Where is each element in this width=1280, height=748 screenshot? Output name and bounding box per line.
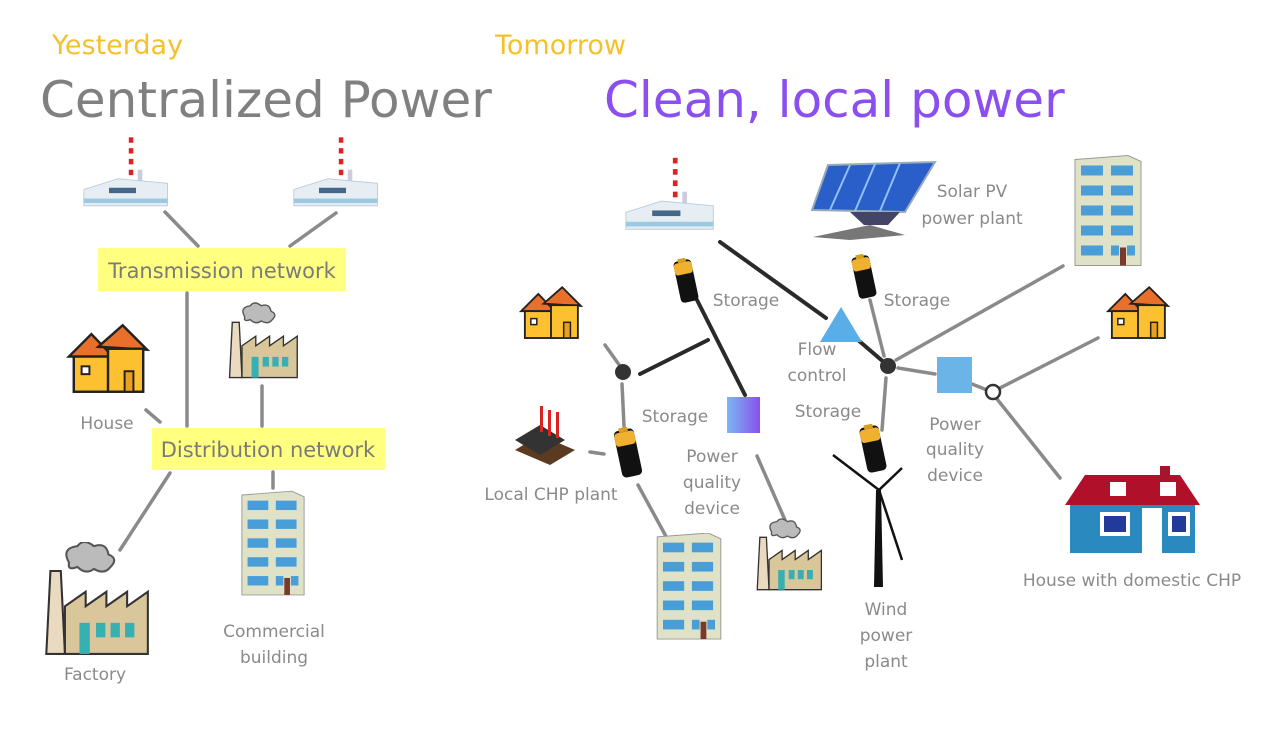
connection-line	[163, 210, 200, 248]
power-plant-icon	[293, 133, 378, 207]
local-chp-plant-label: Local CHP plant	[484, 485, 617, 505]
solar-panel-icon	[810, 160, 937, 240]
connection-line	[998, 336, 1100, 390]
connection-line	[638, 338, 710, 376]
connection-line	[695, 298, 747, 397]
power-quality-label: device	[684, 499, 740, 519]
junction-node	[615, 364, 631, 380]
power-plant-icon	[83, 133, 168, 207]
connection-line	[588, 450, 606, 456]
connection-line	[995, 397, 1062, 480]
clean-local-power-title: Clean, local power	[604, 71, 1065, 129]
solar-pv-label: Solar PV	[937, 182, 1008, 202]
house-icon	[520, 286, 582, 339]
power-quality-label: quality	[926, 440, 984, 460]
connection-line	[856, 338, 888, 366]
connection-line	[288, 211, 338, 248]
connection-line	[880, 376, 888, 432]
house-with-domestic-chp-label: House with domestic CHP	[1023, 571, 1241, 591]
storage-label: Storage	[795, 402, 862, 422]
battery-storage-icon	[850, 254, 878, 300]
power-quality-label: Power	[929, 415, 980, 435]
office-building-icon	[1074, 155, 1142, 267]
power-quality-label: quality	[683, 473, 741, 493]
battery-storage-icon	[672, 258, 700, 304]
commercial-label: Commercial	[223, 622, 325, 642]
factory-icon	[228, 302, 298, 379]
tomorrow-label: Tomorrow	[494, 30, 626, 61]
yesterday-label: Yesterday	[51, 30, 183, 61]
storage-label: Storage	[713, 291, 780, 311]
house-with-chp-icon	[1065, 466, 1200, 553]
factory-icon	[756, 518, 823, 591]
office-building-icon	[656, 533, 722, 640]
connection-line	[144, 408, 162, 424]
power-plant-icon	[625, 153, 714, 230]
wind-plant-label: plant	[864, 652, 908, 672]
junction-node	[880, 358, 896, 374]
commercial-label: building	[240, 648, 308, 668]
connection-line	[896, 366, 937, 376]
solar-pv-label: power plant	[921, 209, 1023, 229]
flow-control-label: control	[788, 366, 847, 386]
transmission-network-label: Transmission network	[107, 259, 336, 283]
connection-line	[894, 264, 1065, 362]
flow-control-triangle-icon	[820, 307, 862, 342]
distribution-network-label: Distribution network	[161, 438, 376, 462]
factory-label: Factory	[64, 665, 126, 685]
power-quality-label: device	[927, 466, 983, 486]
factory-icon	[45, 542, 149, 655]
wind-turbine-icon	[832, 454, 904, 587]
connection-line	[603, 343, 622, 368]
house-icon	[1107, 286, 1169, 339]
storage-label: Storage	[884, 291, 951, 311]
battery-storage-icon	[612, 427, 643, 479]
connection-line	[868, 298, 886, 358]
transmission-network-box	[98, 248, 346, 291]
distribution-network-box	[152, 428, 385, 470]
connection-line	[718, 240, 828, 320]
wind-plant-label: power	[860, 626, 913, 646]
storage-label: Storage	[642, 407, 709, 427]
wind-plant-label: Wind	[865, 600, 908, 620]
connection-line	[118, 471, 172, 552]
power-quality-device-icon	[727, 397, 760, 433]
connection-line	[620, 382, 626, 428]
power-quality-device-icon	[937, 357, 972, 393]
power-quality-label: Power	[686, 447, 737, 467]
junction-node-open	[984, 383, 1002, 401]
commercial-building-icon	[241, 490, 305, 596]
centralized-power-title: Centralized Power	[40, 71, 492, 129]
connection-line	[636, 483, 670, 542]
connection-line	[755, 454, 787, 522]
local-chp-plant-icon	[515, 406, 575, 465]
house-icon	[67, 324, 149, 393]
flow-control-label: Flow	[798, 340, 837, 360]
connection-line	[970, 382, 989, 392]
house-label: House	[80, 414, 133, 434]
